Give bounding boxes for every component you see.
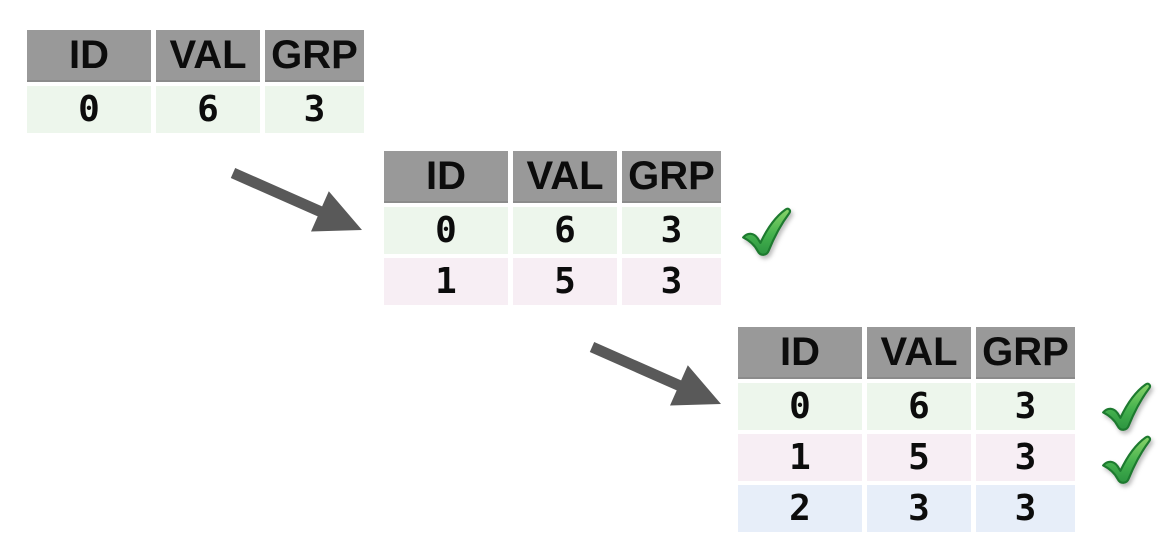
- arrow-icon: [230, 168, 362, 232]
- arrow-icon: [589, 342, 721, 406]
- table-row: 0 6 3: [27, 86, 364, 133]
- table-cell: 3: [976, 383, 1075, 430]
- table-cell: 6: [867, 383, 971, 430]
- checkmark-icon: [1102, 435, 1152, 484]
- checkmark-icon: [742, 207, 792, 256]
- table-header-row: ID VAL GRP: [384, 151, 721, 203]
- table-cell: 3: [867, 485, 971, 532]
- table-cell: 3: [265, 86, 364, 133]
- table-header-row: ID VAL GRP: [27, 30, 364, 82]
- table-cell: 0: [738, 383, 862, 430]
- table-cell: 1: [384, 258, 508, 305]
- column-header-id: ID: [27, 30, 151, 82]
- column-header-grp: GRP: [976, 327, 1075, 379]
- column-header-grp: GRP: [622, 151, 721, 203]
- table-cell: 3: [976, 434, 1075, 481]
- table-header-row: ID VAL GRP: [738, 327, 1075, 379]
- column-header-grp: GRP: [265, 30, 364, 82]
- table-row: 0 6 3: [738, 383, 1075, 430]
- table-step-1: ID VAL GRP 0 6 3: [27, 30, 364, 133]
- table-cell: 0: [27, 86, 151, 133]
- column-header-val: VAL: [156, 30, 260, 82]
- table-cell: 6: [513, 207, 617, 254]
- table-cell: 6: [156, 86, 260, 133]
- table-row: 2 3 3: [738, 485, 1075, 532]
- table-step-2: ID VAL GRP 0 6 3 1 5 3: [384, 151, 721, 305]
- column-header-val: VAL: [867, 327, 971, 379]
- table-row: 0 6 3: [384, 207, 721, 254]
- table-cell: 5: [513, 258, 617, 305]
- column-header-val: VAL: [513, 151, 617, 203]
- table-cell: 3: [622, 207, 721, 254]
- table-cell: 5: [867, 434, 971, 481]
- table-cell: 1: [738, 434, 862, 481]
- column-header-id: ID: [738, 327, 862, 379]
- table-cell: 3: [976, 485, 1075, 532]
- table-cell: 0: [384, 207, 508, 254]
- table-cell: 2: [738, 485, 862, 532]
- table-row: 1 5 3: [384, 258, 721, 305]
- table-cell: 3: [622, 258, 721, 305]
- column-header-id: ID: [384, 151, 508, 203]
- checkmark-icon: [1102, 382, 1152, 431]
- table-step-3: ID VAL GRP 0 6 3 1 5 3 2 3 3: [738, 327, 1075, 532]
- table-row: 1 5 3: [738, 434, 1075, 481]
